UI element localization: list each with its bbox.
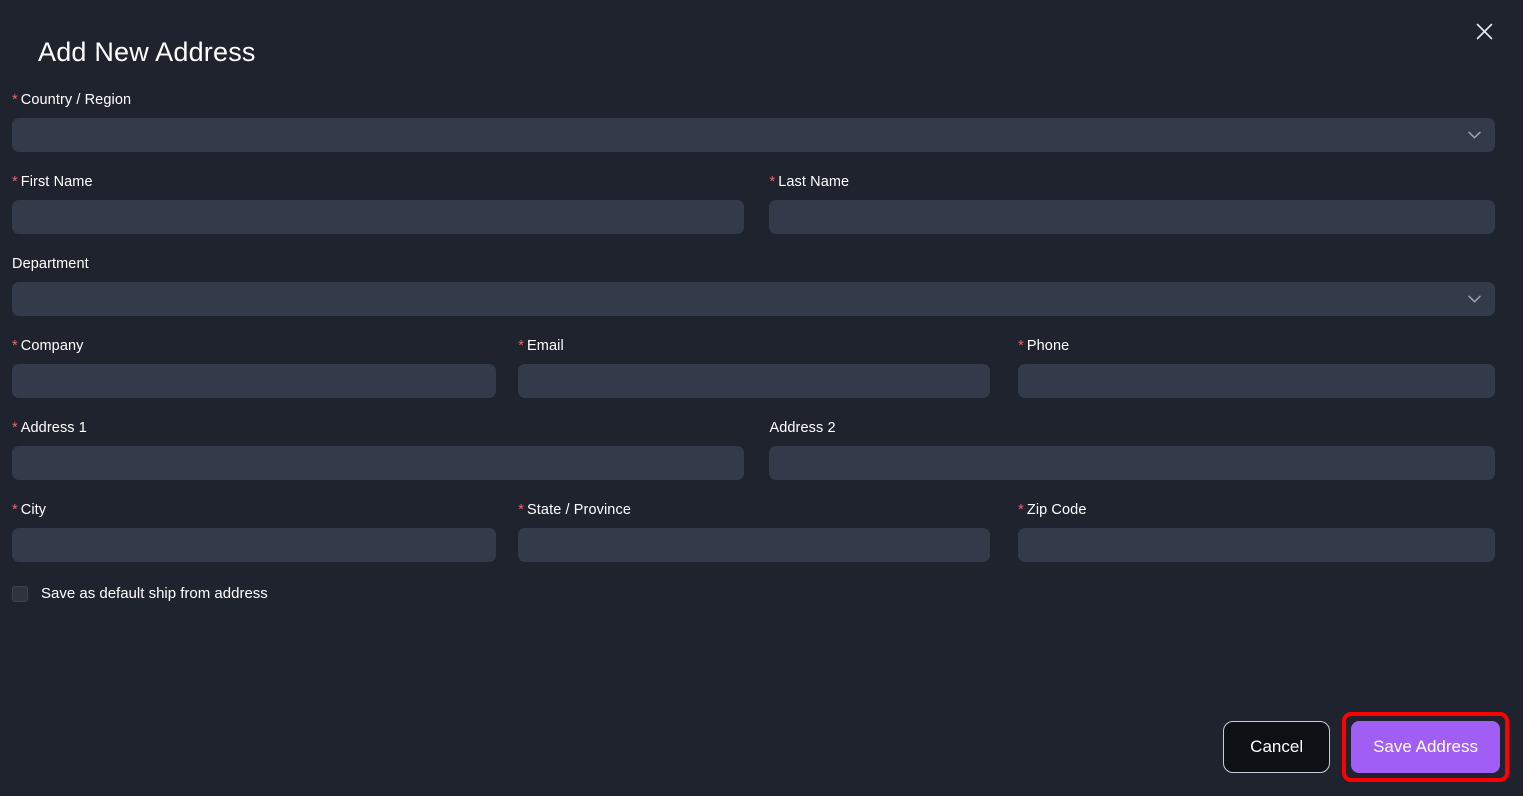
label-company: *Company [12, 338, 496, 354]
label-company-text: Company [20, 338, 84, 355]
address1-input[interactable] [12, 446, 745, 481]
label-first-name-text: First Name [20, 174, 93, 191]
phone-input[interactable] [1018, 364, 1495, 399]
form-row-department: Department [10, 256, 1513, 317]
close-icon-glyph [1476, 23, 1492, 39]
close-icon[interactable] [1471, 18, 1497, 44]
state-input[interactable] [518, 528, 991, 563]
required-asterisk: * [12, 420, 18, 437]
save-button-highlight: Save Address [1342, 712, 1509, 782]
required-asterisk: * [1018, 502, 1024, 519]
field-first-name: *First Name [12, 174, 756, 235]
form-row-name: *First Name *Last Name [10, 174, 1513, 235]
label-zip: *Zip Code [1018, 502, 1495, 518]
label-address2: Address 2 [769, 420, 836, 437]
field-phone: *Phone [1004, 338, 1495, 399]
first-name-input[interactable] [12, 200, 745, 235]
field-email: *Email [510, 338, 1004, 399]
field-company: *Company [12, 338, 510, 399]
label-first-name: *First Name [12, 174, 744, 190]
cancel-button[interactable]: Cancel [1223, 721, 1331, 773]
label-phone-text: Phone [1026, 338, 1070, 355]
required-asterisk: * [12, 502, 18, 519]
email-field[interactable] [518, 364, 991, 399]
department-select[interactable] [12, 282, 1495, 317]
label-phone: *Phone [1018, 338, 1495, 354]
label-last-name-text: Last Name [778, 174, 850, 191]
label-address1-text: Address 1 [20, 420, 87, 437]
country-select-wrap [12, 118, 1495, 153]
required-asterisk: * [12, 174, 18, 191]
address-form: *Country / Region *First Name *Last Name… [10, 68, 1513, 602]
company-input[interactable] [12, 364, 497, 399]
default-ship-from-row: Save as default ship from address [10, 585, 1513, 602]
label-state-text: State / Province [527, 502, 631, 519]
label-city-text: City [20, 502, 47, 519]
zip-code-input[interactable] [1018, 528, 1495, 563]
label-state: *State / Province [518, 502, 990, 518]
required-asterisk: * [518, 338, 525, 355]
dialog-footer: Cancel Save Address [1223, 712, 1509, 782]
field-address1: *Address 1 [12, 420, 756, 481]
department-select-wrap [12, 282, 1495, 317]
required-asterisk: * [1018, 338, 1024, 355]
required-asterisk: * [769, 174, 776, 191]
form-row-address: *Address 1 Address 2 [10, 420, 1513, 481]
last-name-input[interactable] [769, 200, 1495, 235]
form-row-contact: *Company *Email *Phone [10, 338, 1513, 399]
required-asterisk: * [518, 502, 525, 519]
label-zip-text: Zip Code [1026, 502, 1087, 519]
address2-input[interactable] [769, 446, 1495, 481]
field-state: *State / Province [510, 502, 1004, 563]
label-email: *Email [518, 338, 990, 354]
label-city: *City [12, 502, 496, 518]
form-row-locality: *City *State / Province *Zip Code [10, 502, 1513, 563]
field-last-name: *Last Name [756, 174, 1495, 235]
field-address2: Address 2 [756, 420, 1495, 481]
field-department: Department [12, 256, 1495, 317]
field-country: *Country / Region [12, 92, 1495, 153]
save-address-button[interactable]: Save Address [1351, 721, 1500, 773]
label-country: *Country / Region [12, 92, 1495, 108]
save-as-default-label[interactable]: Save as default ship from address [41, 585, 268, 603]
label-address1: *Address 1 [12, 420, 744, 436]
label-department: Department [12, 256, 89, 273]
field-city: *City [12, 502, 510, 563]
required-asterisk: * [12, 338, 18, 355]
country-select[interactable] [12, 118, 1495, 153]
form-row-country: *Country / Region [10, 92, 1513, 153]
required-asterisk: * [12, 92, 18, 109]
city-input[interactable] [12, 528, 497, 563]
page-title: Add New Address [38, 37, 256, 67]
label-email-text: Email [527, 338, 564, 355]
save-as-default-checkbox[interactable] [12, 585, 28, 602]
label-last-name: *Last Name [769, 174, 1495, 190]
field-zip: *Zip Code [1004, 502, 1495, 563]
label-country-text: Country / Region [20, 92, 132, 109]
